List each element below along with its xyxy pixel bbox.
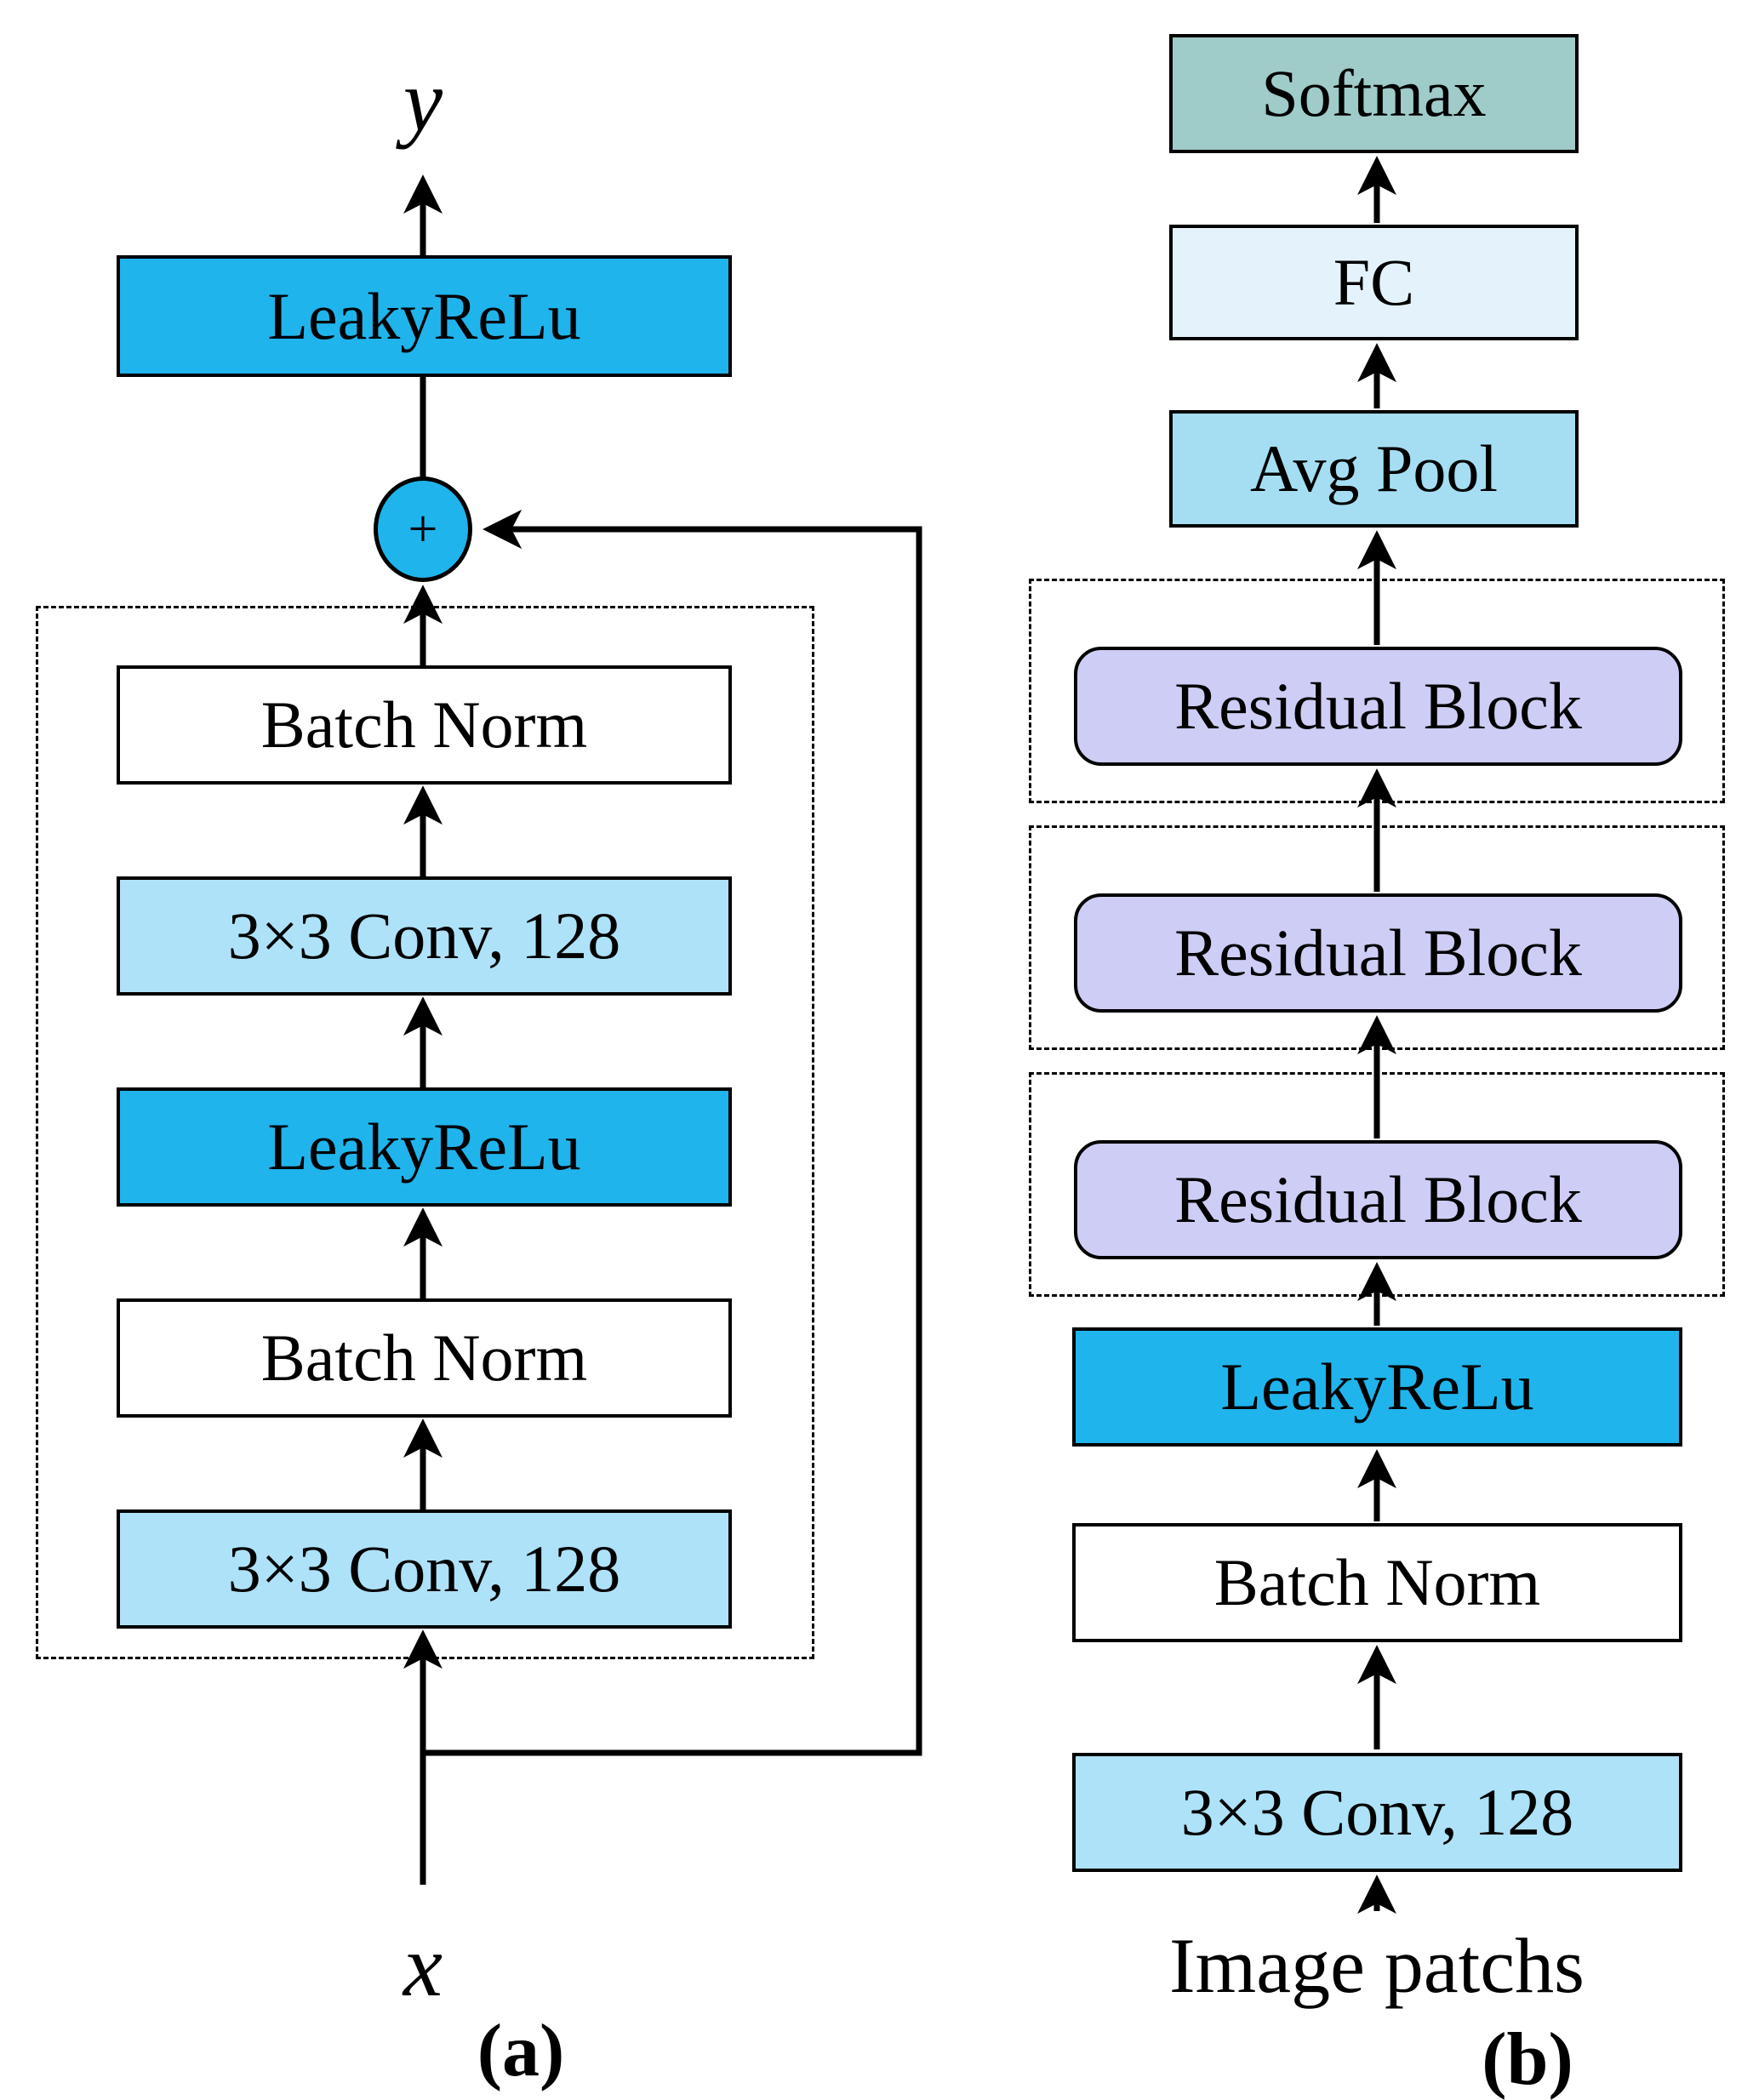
conv-1-box: 3×3 Conv, 128: [117, 876, 732, 996]
batch-norm-2-box: Batch Norm: [117, 1298, 732, 1418]
fc-box: FC: [1169, 225, 1579, 340]
sum-junction: +: [374, 476, 472, 582]
image-patches-label: Image patchs: [1169, 1922, 1585, 2009]
panel-a-caption: (a): [477, 2009, 565, 2092]
conv-b-box: 3×3 Conv, 128: [1072, 1753, 1682, 1872]
leakyrelu-outer-box: LeakyReLu: [117, 255, 732, 377]
leakyrelu-b-box: LeakyReLu: [1072, 1327, 1682, 1447]
avg-pool-box: Avg Pool: [1169, 410, 1579, 528]
panel-b-caption: (b): [1482, 2017, 1573, 2100]
batch-norm-1-box: Batch Norm: [117, 665, 732, 785]
batch-norm-b-box: Batch Norm: [1072, 1523, 1682, 1642]
conv-2-box: 3×3 Conv, 128: [117, 1509, 732, 1629]
softmax-box: Softmax: [1169, 34, 1579, 153]
output-variable-label: y: [403, 51, 443, 150]
input-variable-label: x: [403, 1916, 443, 2015]
residual-block-2-box: Residual Block: [1074, 893, 1682, 1013]
skip-connection-line: [423, 510, 922, 1756]
leakyrelu-inner-box: LeakyReLu: [117, 1087, 732, 1207]
residual-block-3-box: Residual Block: [1074, 1140, 1682, 1259]
residual-block-1-box: Residual Block: [1074, 647, 1682, 766]
